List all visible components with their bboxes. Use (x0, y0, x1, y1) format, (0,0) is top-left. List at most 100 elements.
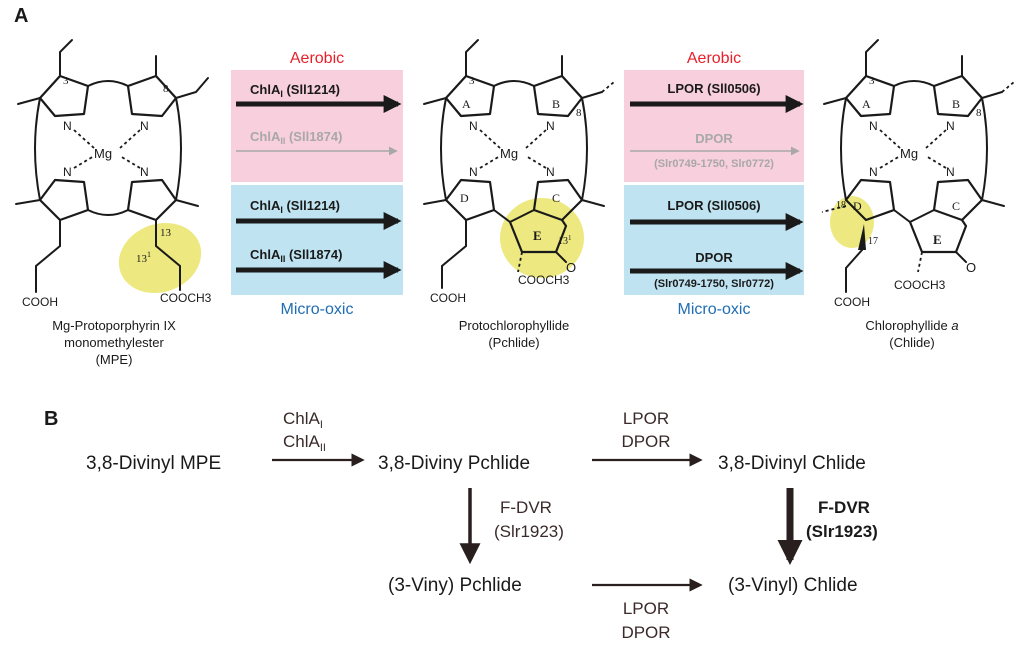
propionate-17 (35, 219, 61, 293)
mg-atom: Mg (500, 146, 518, 161)
cooh-group: COOH (430, 291, 466, 305)
enzyme-chla1: ChlAI (283, 409, 323, 431)
cooh-group: COOH (834, 295, 870, 309)
bridge-left (440, 97, 447, 201)
position-8-label: 8 (576, 107, 582, 119)
bridge-right (175, 97, 182, 201)
molecule-chlide: O COOCH3 E N N N N Mg A B C D 3 8 17 18 … (821, 39, 1015, 350)
n-atom: N (546, 119, 555, 133)
bridge-right (981, 97, 988, 201)
chla1-microoxic-label: ChlAI (Sll1214) (250, 198, 340, 215)
node-vinyl-chlide: (3-Vinyl) Chlide (728, 575, 858, 596)
methyl-12 (581, 199, 605, 207)
ester-group: COOCH3 (160, 291, 212, 305)
ring-b-label: B (952, 97, 960, 111)
position-8-label: 8 (163, 83, 169, 95)
right-enzyme-box: Aerobic Micro-oxic LPOR (Sll0506) DPOR (… (624, 50, 804, 318)
bridge-top (87, 80, 129, 87)
bridge-left (840, 97, 847, 201)
enzyme-dpor-top: DPOR (621, 432, 670, 451)
pyrrole-c (126, 178, 178, 222)
bridge-bottom (87, 209, 129, 216)
vinyl-8 (981, 91, 1003, 99)
microoxic-title-left: Micro-oxic (281, 301, 354, 318)
n-atom: N (469, 165, 478, 179)
node-divinyl-mpe: 3,8-Divinyl MPE (86, 453, 221, 474)
bridge-right (581, 97, 588, 201)
ring-a-label: A (462, 97, 471, 111)
propionate-17 (441, 219, 467, 289)
pyrrole-c (932, 178, 984, 222)
position-3-label: 3 (869, 75, 875, 87)
methyl-18 (15, 199, 41, 205)
cooh-group: COOH (22, 295, 58, 309)
position-3-label: 3 (63, 75, 69, 87)
position-18-label: 18 (836, 200, 846, 211)
ring-c-label: C (552, 191, 560, 205)
node-viny-pchlide: (3-Viny) Pchlide (388, 575, 522, 596)
bridge-bottom (893, 209, 935, 224)
aerobic-background-right (624, 70, 804, 182)
lpor-microoxic-label: LPOR (Sll0506) (667, 198, 760, 213)
oxo-atom: O (566, 260, 576, 275)
mg-atom: Mg (94, 146, 112, 161)
panel-a-label: A (14, 5, 28, 27)
pyrrole-a (444, 74, 496, 118)
position-131-label: 131 (558, 234, 572, 247)
pyrrole-d (444, 178, 496, 222)
methyl-2 (17, 97, 41, 105)
ring-d-label: D (853, 199, 862, 213)
n-atom: N (63, 119, 72, 133)
panel-b: 3,8-Divinyl MPE 3,8-Diviny Pchlide 3,8-D… (86, 409, 878, 642)
n-atom: N (946, 165, 955, 179)
ring-b-label: B (552, 97, 560, 111)
microoxic-background-right (624, 185, 804, 295)
molecule-pchlide: O COOCH3 E 131 N N N N Mg A B C D 3 8 CO… (423, 39, 615, 350)
pchlide-name-line2: (Pchlide) (488, 335, 539, 350)
ring-c-label: C (952, 199, 960, 213)
vinyl-8 (581, 91, 603, 99)
molecule-mpe: N N N N Mg 3 8 13 131 COOH COOCH3 Mg-Pro… (15, 39, 212, 367)
n-atom: N (946, 119, 955, 133)
propionate-17 (845, 249, 863, 293)
microoxic-background (231, 185, 403, 295)
methyl-12 (981, 199, 1005, 207)
enzyme-lpor-bottom: LPOR (623, 599, 669, 618)
dpor-microoxic-genes: (Slr0749-1750, Slr0772) (654, 278, 774, 290)
vinyl-3 (59, 39, 73, 77)
dpor-aerobic-label: DPOR (695, 131, 733, 146)
pyrrole-a (38, 74, 90, 118)
methyl-12 (175, 199, 199, 207)
ester-bond (917, 251, 923, 273)
node-diviny-pchlide: 3,8-Diviny Pchlide (378, 453, 530, 474)
pyrrole-a (844, 74, 896, 118)
methyl-2 (823, 97, 847, 105)
chlide-name-line1: Chlorophyllide a (865, 318, 958, 333)
enzyme-chla2: ChlAII (283, 432, 326, 454)
enzyme-fdvr-middle-gene: (Slr1923) (494, 522, 564, 541)
mpe-name-line2: monomethylester (64, 335, 164, 350)
enzyme-fdvr-right: F-DVR (818, 498, 870, 517)
n-atom: N (546, 165, 555, 179)
pyrrole-d (38, 178, 90, 222)
mpe-name-line3: (MPE) (96, 352, 133, 367)
left-enzyme-box: Aerobic Micro-oxic ChlAI (Sll1214) ChlAI… (231, 50, 403, 318)
coordination-bonds (73, 129, 141, 169)
microoxic-title-right: Micro-oxic (678, 301, 751, 318)
mg-atom: Mg (900, 146, 918, 161)
enzyme-fdvr-middle: F-DVR (500, 498, 552, 517)
aerobic-background (231, 70, 403, 182)
chla2-aerobic-label: ChlAII (Sll1874) (250, 129, 342, 146)
bridge-left (34, 97, 41, 201)
chlide-name-line2: (Chlide) (889, 335, 935, 350)
pyrrole-b (532, 74, 584, 118)
n-atom: N (469, 119, 478, 133)
position-8-label: 8 (976, 107, 982, 119)
ester-group: COOCH3 (894, 278, 946, 292)
propionate-13 (155, 219, 181, 291)
aerobic-title-right: Aerobic (687, 50, 741, 67)
wedge-17 (858, 224, 866, 250)
panel-b-label: B (44, 408, 58, 430)
carbonyl (955, 251, 967, 263)
